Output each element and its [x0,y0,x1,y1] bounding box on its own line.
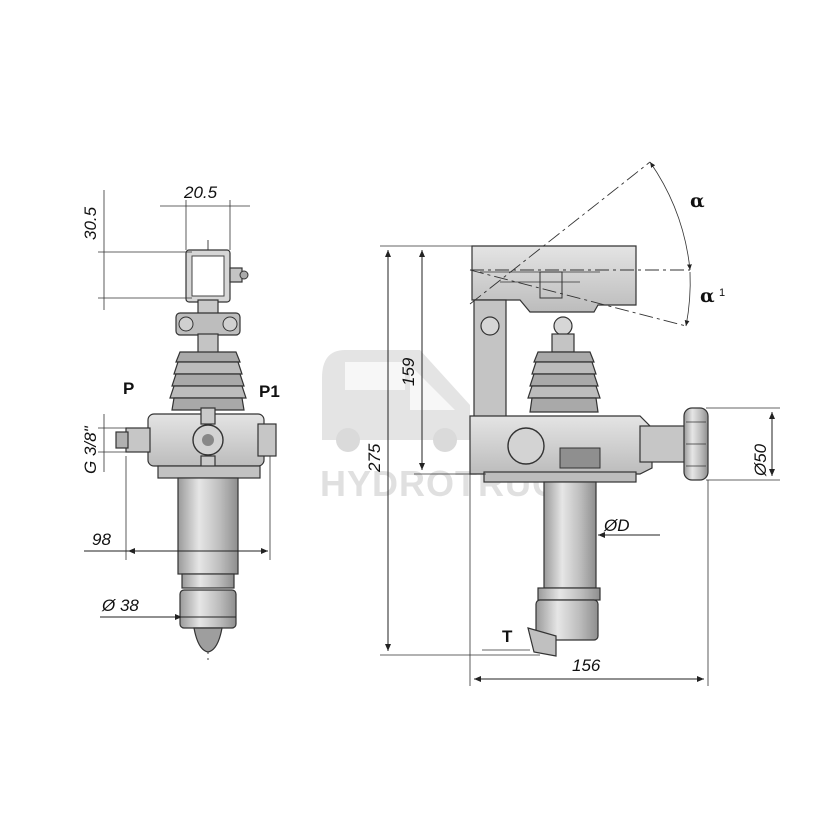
side-knob [683,407,709,481]
side-bellows [527,333,601,413]
pump-body [115,407,277,479]
dim-total-length: 156 [572,656,601,675]
angle-alpha1-subscript: 1 [719,287,725,299]
cylinder [177,477,239,653]
port-label-t: T [502,627,513,646]
dim-piston-diameter: ØD [603,516,630,535]
lever-bracket [175,249,249,336]
dim-knob-diameter: Ø50 [751,443,770,477]
dim-total-height: 275 [365,443,384,473]
angle-alpha1-label: α [700,285,715,307]
port-label-p1: P1 [259,382,280,401]
dim-port-offset: 98 [92,530,111,549]
dim-port-thread: G 3/8" [81,425,100,474]
dim-lever-height: 159 [399,357,418,386]
side-pump-block [469,415,687,483]
angle-lines [469,161,692,327]
dim-bracket-height: 30.5 [81,206,100,240]
dim-cylinder-diameter: Ø 38 [101,596,139,615]
side-cylinder [527,481,601,657]
truck-logo-icon [322,350,470,452]
side-view: 275 159 156 Ø50 ØD T α α 1 [365,161,780,686]
dim-bracket-width: 20.5 [183,183,218,202]
bellows [169,333,247,411]
front-dimensions: 20.5 30.5 G 3/8" 98 Ø 38 [81,183,271,620]
port-label-p: P [123,379,134,398]
angle-alpha-label: α [690,190,705,212]
lever-arm [471,245,637,441]
front-view: 20.5 30.5 G 3/8" 98 Ø 38 P P1 [81,183,280,660]
side-dimensions: 275 159 156 Ø50 ØD [365,245,780,686]
